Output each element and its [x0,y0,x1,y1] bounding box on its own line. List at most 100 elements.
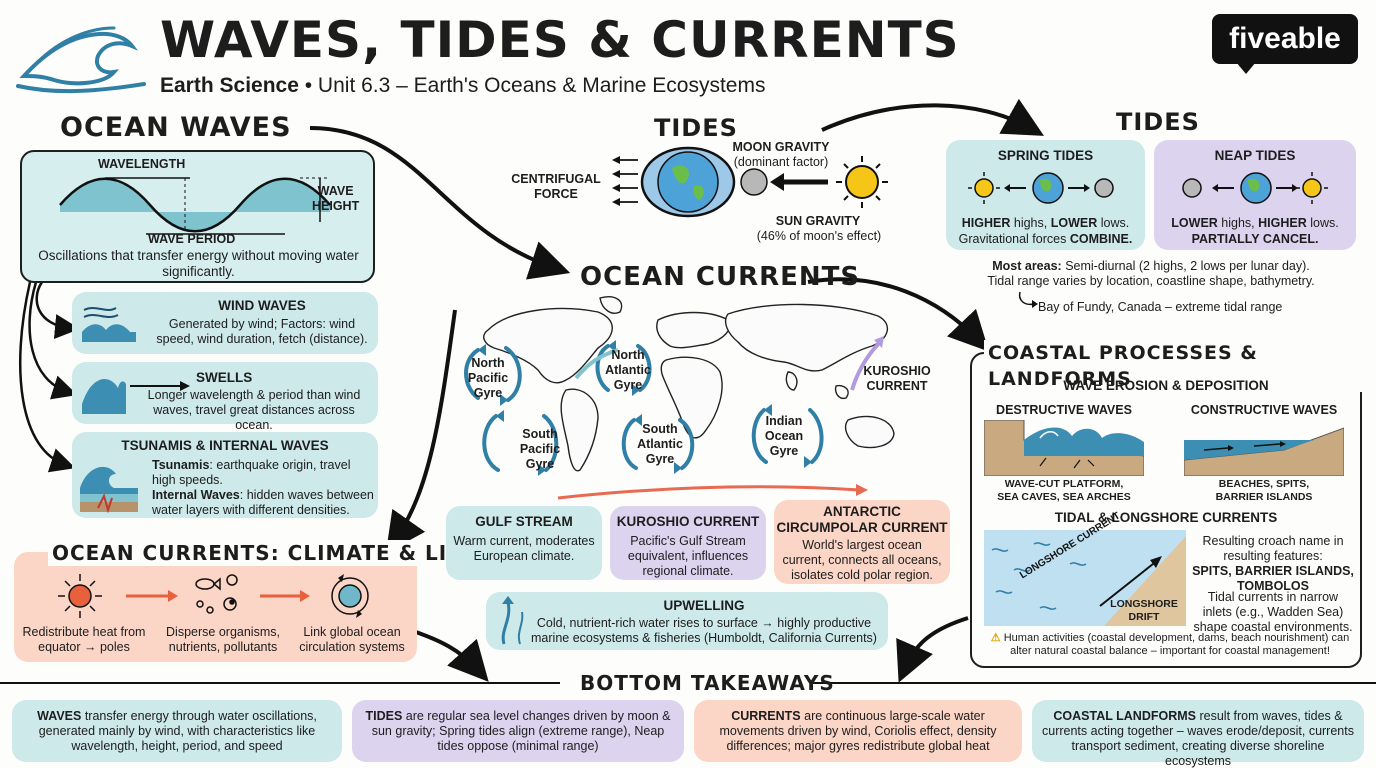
neap-highs: highs, [1217,216,1259,230]
constructive-waves-diagram [1184,427,1344,476]
destructive-waves-title: DESTRUCTIVE WAVES [996,403,1132,417]
north-atlantic-gyre [595,344,652,392]
arrow-waves-left-2 [28,281,78,400]
tidal-range-text: Tidal range varies by location, coastlin… [987,274,1315,288]
takeaway-waves: WAVES transfer energy through water osci… [12,700,342,762]
tsunamis-text: Tsunamis: earthquake origin, travel high… [152,458,374,518]
sun-gravity-note: (46% of moon's effect) [756,229,882,243]
spring-lower: LOWER [1050,216,1098,230]
climate-life-heading: OCEAN CURRENTS: CLIMATE & LIFE [48,540,481,566]
tsunamis-title: TSUNAMIS & INTERNAL WAVES [121,438,329,453]
human-activities-warning: ⚠ Human activities (coastal development,… [984,632,1356,658]
tidal-currents-text: Tidal currents in narrow inlets (e.g., W… [1193,590,1353,634]
brand-logo: fiveable [1212,14,1358,64]
arrow-climate-to-takeaways [409,628,489,682]
earth-icon [1032,172,1064,204]
gulf-stream-path [574,348,619,380]
sun-gravity-label: SUN GRAVITY [775,214,861,228]
antarctic-title: ANTARCTIC CIRCUMPOLAR CURRENT [776,504,948,535]
swell-icon [82,378,190,414]
gulf-stream-title: GULF STREAM [475,514,573,529]
subtitle-rest: • Unit 6.3 – Earth's Oceans & Marine Eco… [298,74,766,97]
wave-period-label: WAVE PERIOD [148,232,236,246]
constructive-result: BEACHES, SPITS, BARRIER ISLANDS [1215,478,1313,503]
upwelling-title: UPWELLING [663,598,745,613]
wind-waves-title: WIND WAVES [218,298,306,313]
arrow-currents-to-climate [385,309,457,554]
south-atlantic-gyre-label: South Atlantic Gyre [637,422,683,466]
takeaway-tides: TIDES are regular sea level changes driv… [352,700,684,762]
kuroshio-map-label: KUROSHIO CURRENT [863,364,931,393]
moon-icon [740,168,768,196]
antarctic-card: ANTARCTIC CIRCUMPOLAR CURRENT World's la… [774,500,950,584]
north-atlantic-gyre-label: North Atlantic Gyre [605,348,651,392]
tsunamis-card: TSUNAMIS & INTERNAL WAVES Tsunamis: eart… [72,432,378,518]
neap-higher: HIGHER [1258,216,1307,230]
moon-gravity-label: MOON GRAVITY [732,140,830,154]
arrow-waves-left-3 [18,281,76,473]
takeaway-currents-text: CURRENTS are continuous large-scale wate… [704,709,1012,754]
upwelling-card: UPWELLING Cold, nutrient-rich water rise… [486,592,888,650]
most-areas-detail: Semi-diurnal (2 highs, 2 lows per lunar … [1061,259,1310,273]
organisms-icon [195,574,238,614]
tsunami-icon [80,466,138,514]
climate-item-3: Link global ocean circulation systems [299,625,405,654]
climate-life-icons [58,574,369,618]
takeaway-waves-bold: WAVES [37,709,82,723]
spring-lows: lows. [1097,216,1130,230]
tsunami-label: Tsunamis [152,458,210,472]
takeaway-tides-bold: TIDES [365,709,403,723]
climate-item-2: Disperse organisms, nutrients, pollutant… [166,625,280,654]
takeaway-coastal-bold: COASTAL LANDFORMS [1053,709,1196,723]
brand-logo-tail [1236,62,1256,74]
most-areas-text: Most areas: Semi-diurnal (2 highs, 2 low… [946,259,1356,274]
internal-waves-text: : hidden waves between water layers with… [152,488,374,517]
neap-tides-line1: LOWER highs, HIGHER lows. [1154,216,1356,231]
neap-tides-diagram [1182,172,1328,204]
upwelling-icon [501,596,524,645]
brand-suffix: able [1280,22,1341,55]
coastal-result-intro: Resulting croach name in resulting featu… [1202,534,1344,563]
kuroshio-card: KUROSHIO CURRENT Pacific's Gulf Stream e… [610,506,766,580]
antarctic-current-path [557,485,861,500]
coastal-heading: COASTAL PROCESSES & LANDFORMS [984,340,1376,392]
longshore-drift-label: LONGSHORE DRIFT [1110,598,1178,623]
constructive-waves-title: CONSTRUCTIVE WAVES [1190,403,1338,417]
tides-center-heading: TIDES [654,114,738,142]
upwelling-text: Cold, nutrient-rich water rises to surfa… [531,616,877,645]
arrow-tides-to-tides [821,98,1044,136]
spring-tides-line2: Gravitational forces COMBINE. [946,232,1145,247]
gulf-stream-text: Warm current, moderates European climate… [453,534,595,563]
earth-icon [1240,172,1272,204]
sun-heat-icon [58,574,102,618]
ocean-waves-heading: OCEAN WAVES [60,112,292,143]
coastal-result-text: Resulting croach name in resulting featu… [1192,534,1354,594]
wave-logo-icon [16,26,146,94]
internal-waves-label: Internal Waves [152,488,240,502]
takeaway-tides-text: TIDES are regular sea level changes driv… [362,709,674,754]
global-circulation-icon [331,574,369,618]
warning-text: Human activities (coastal development, d… [1003,632,1350,657]
page-title: WAVES, TIDES & CURRENTS [160,11,960,69]
south-pacific-gyre [482,414,559,472]
gulf-stream-card: GULF STREAM Warm current, moderates Euro… [446,506,602,580]
takeaway-waves-text: WAVES transfer energy through water osci… [20,709,334,754]
takeaway-coastal-text: COASTAL LANDFORMS result from waves, tid… [1040,709,1356,768]
neap-tides-line2: PARTIALLY CANCEL. [1191,232,1319,246]
sun-icon [1296,172,1328,204]
takeaway-tides-body: are regular sea level changes driven by … [371,709,671,753]
moon-icon [1182,178,1202,198]
neap-lows: lows. [1306,216,1339,230]
neap-tides-title: NEAP TIDES [1214,148,1296,163]
moon-gravity-note: (dominant factor) [733,155,829,169]
spring-tides-title: SPRING TIDES [997,148,1094,163]
sun-icon [836,156,888,208]
destructive-result: WAVE-CUT PLATFORM, SEA CAVES, SEA ARCHES [997,478,1131,503]
sun-icon [968,172,1000,204]
spring-tides-diagram [968,172,1114,204]
neap-tides-card: NEAP TIDES LOWER highs, HIGHER lows. PAR… [1154,140,1356,250]
takeaway-currents: CURRENTS are continuous large-scale wate… [694,700,1022,762]
climate-item-1: Redistribute heat from equator → poles [22,625,146,654]
arrow-waves-left-1 [35,281,80,340]
